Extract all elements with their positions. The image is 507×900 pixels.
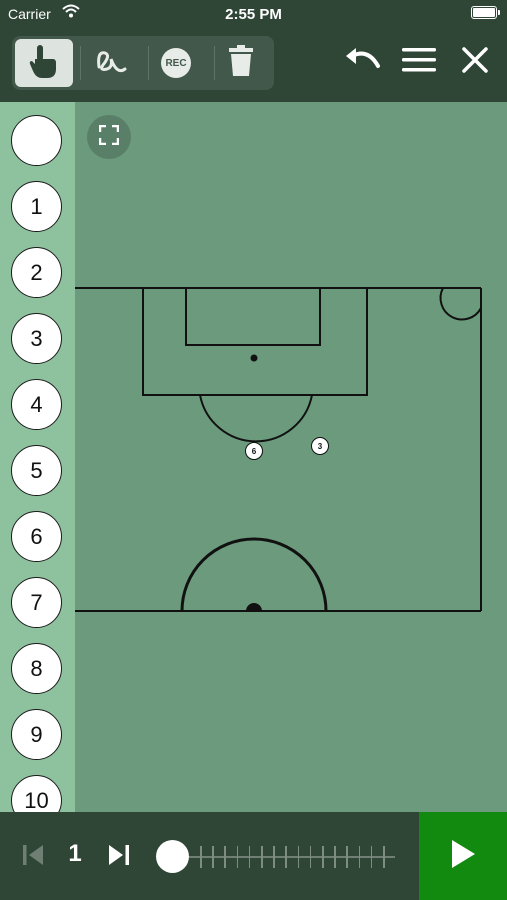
status-time: 2:55 PM: [225, 6, 282, 23]
player-token[interactable]: 3: [11, 313, 62, 364]
tool-group: REC: [12, 36, 274, 90]
player-token-label: 4: [30, 391, 43, 417]
close-icon: [461, 46, 489, 79]
timeline-tick: [297, 846, 300, 868]
timeline-tick: [212, 846, 214, 868]
timeline-tick: [236, 846, 239, 868]
play-icon: [449, 838, 477, 875]
timeline-slider-track[interactable]: [170, 856, 395, 858]
timeline-tick: [261, 846, 263, 868]
menu-button[interactable]: [397, 42, 441, 82]
frame-number: 1: [68, 840, 82, 867]
status-bar: Carrier 2:55 PM: [0, 0, 507, 30]
freehand-draw-icon: [93, 45, 129, 82]
skip-to-end-button[interactable]: [104, 842, 134, 872]
timeline-tick: [358, 846, 361, 868]
timeline-tick: [224, 846, 226, 868]
player-token[interactable]: 4: [11, 379, 62, 430]
timeline-slider-thumb[interactable]: [156, 840, 189, 873]
top-toolbar: REC: [0, 30, 507, 102]
menu-icon: [402, 47, 436, 78]
pitch-marker-label: 6: [251, 446, 257, 456]
timeline-tick: [322, 846, 324, 868]
player-token-label: 3: [30, 325, 43, 351]
player-token[interactable]: 2: [11, 247, 62, 298]
player-token-label: 7: [30, 589, 43, 615]
fullscreen-button[interactable]: [87, 115, 131, 159]
pitch-player-marker[interactable]: 6: [245, 442, 263, 460]
skip-to-start-button[interactable]: [18, 842, 48, 872]
player-token-label: 8: [30, 655, 43, 681]
wifi-icon: [62, 4, 80, 23]
undo-button[interactable]: [340, 42, 384, 82]
player-token-label: 1: [30, 193, 43, 219]
timeline-tick: [309, 846, 312, 868]
carrier-label: Carrier: [8, 6, 51, 22]
player-token[interactable]: 5: [11, 445, 62, 496]
player-token[interactable]: 1: [11, 181, 62, 232]
player-token-label: 5: [30, 457, 43, 483]
timeline-tick: [334, 846, 336, 868]
pitch-player-marker[interactable]: 3: [311, 437, 329, 455]
timeline-tick: [285, 846, 287, 868]
player-token[interactable]: 8: [11, 643, 62, 694]
timeline-tick: [273, 846, 275, 868]
draw-tool-button[interactable]: [82, 39, 140, 87]
timeline-tick: [200, 846, 202, 868]
hand-pointer-icon: [29, 43, 59, 84]
player-token[interactable]: 9: [11, 709, 62, 760]
battery-icon: [471, 6, 500, 19]
timeline-tick: [383, 846, 385, 868]
expand-icon: [98, 124, 120, 150]
player-token[interactable]: 6: [11, 511, 62, 562]
player-token-label: 6: [30, 523, 43, 549]
hand-tool-button[interactable]: [15, 39, 73, 87]
tool-divider: [214, 46, 215, 80]
player-token-label: 2: [30, 259, 43, 285]
timeline-tick: [248, 846, 251, 868]
player-token-label: 10: [24, 787, 49, 813]
skip-back-icon: [21, 844, 45, 871]
pitch-canvas[interactable]: [75, 102, 507, 812]
play-button[interactable]: [419, 812, 507, 900]
tool-divider: [148, 46, 149, 80]
delete-button[interactable]: [212, 39, 270, 87]
record-icon: REC: [161, 48, 191, 78]
record-label: REC: [165, 57, 187, 69]
trash-icon: [227, 44, 255, 83]
pitch-lines: [75, 287, 482, 612]
player-token[interactable]: 10: [11, 775, 62, 812]
timeline-tick: [346, 846, 348, 868]
tool-divider: [80, 46, 81, 80]
pitch-marker-label: 3: [317, 441, 323, 451]
timeline-tick: [370, 846, 373, 868]
undo-icon: [342, 46, 382, 79]
player-sidebar[interactable]: 1 2 3 4 5 6 7 8 9 10: [0, 102, 75, 812]
close-button[interactable]: [453, 42, 497, 82]
record-button[interactable]: REC: [147, 39, 205, 87]
player-token-label: 9: [30, 721, 43, 747]
skip-forward-icon: [107, 844, 131, 871]
player-token[interactable]: 7: [11, 577, 62, 628]
player-token-blank[interactable]: [11, 115, 62, 166]
